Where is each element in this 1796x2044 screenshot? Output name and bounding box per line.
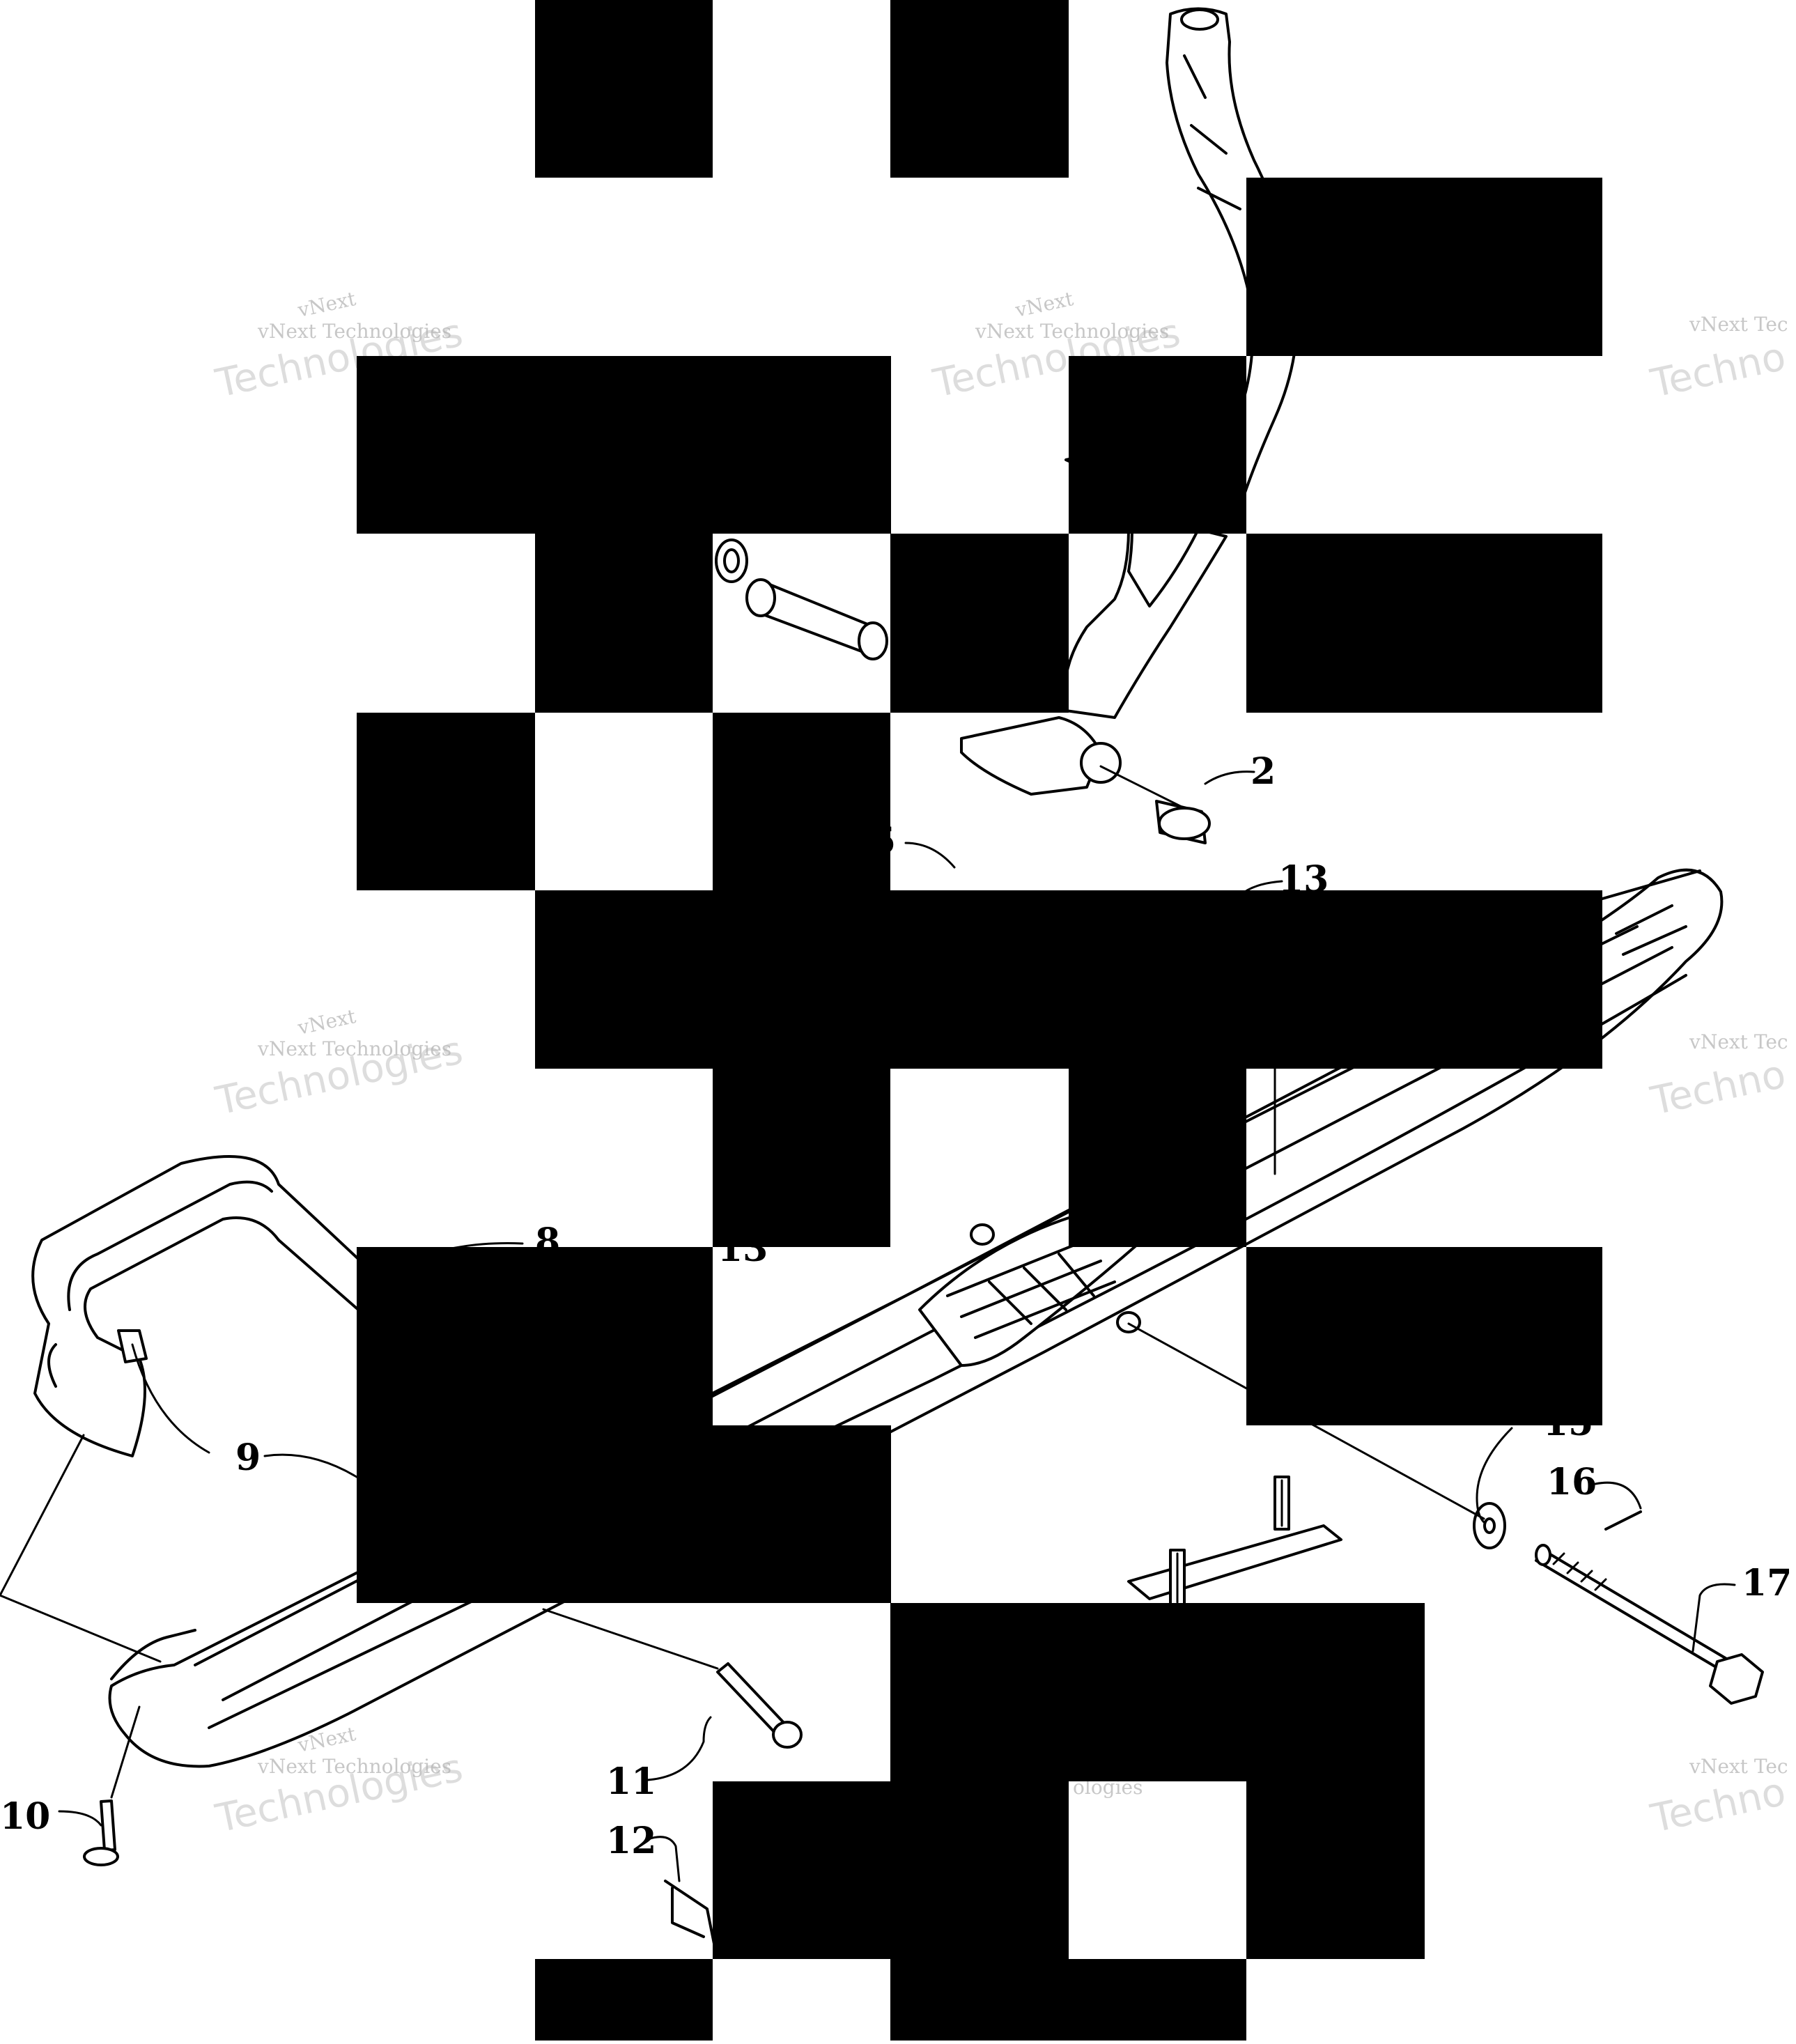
svg-text:Techno: Techno	[1646, 1770, 1789, 1842]
watermark-top-right: vNext Tec Techno	[1646, 313, 1789, 407]
wear-bar-plate	[1127, 1476, 1342, 1607]
clip-12	[664, 1880, 719, 1952]
redaction-block	[1069, 356, 1246, 534]
svg-text:vNext Technologies: vNext Technologies	[975, 320, 1169, 343]
svg-text:vNext Technologies: vNext Technologies	[257, 320, 451, 343]
svg-text:vNext: vNext	[295, 287, 359, 322]
redaction-block	[1246, 1247, 1602, 1425]
watermark-middle-left: vNext vNext Technologies Technologies	[211, 1005, 466, 1124]
spacer-2	[1155, 800, 1211, 844]
cotter-pin-16	[1604, 1510, 1642, 1531]
svg-text:vNext Tec: vNext Tec	[1689, 1755, 1788, 1778]
redaction-block	[890, 0, 1069, 178]
leader-bushing	[1099, 765, 1186, 810]
redaction-block	[1246, 534, 1602, 713]
redaction-block	[357, 356, 891, 534]
bolt-10	[83, 1705, 141, 1866]
svg-text:Techno: Techno	[1646, 1052, 1789, 1124]
redaction-block	[1069, 1069, 1246, 1247]
callout-17: 17	[1742, 1562, 1792, 1604]
redaction-block	[535, 0, 713, 178]
through-bolt-17	[1535, 1544, 1764, 1705]
svg-text:vNext: vNext	[1013, 287, 1076, 322]
svg-text:vNext Technologies: vNext Technologies	[257, 1037, 451, 1060]
redaction-block	[357, 1425, 891, 1603]
redaction-block	[713, 1069, 890, 1247]
redaction-block	[1246, 1781, 1425, 1959]
leader-lines	[0, 771, 1736, 1882]
redaction-block	[713, 713, 890, 890]
bushing	[745, 578, 888, 660]
svg-text:vNext Tec: vNext Tec	[1689, 1030, 1788, 1053]
washer-top	[715, 539, 748, 583]
watermark-bottom-right: vNext Tec Techno	[1646, 1755, 1789, 1842]
redaction-block	[713, 1781, 1069, 1959]
ski-loop-handle	[31, 1155, 392, 1680]
watermark-middle-right: vNext Tec Techno	[1646, 1030, 1789, 1124]
redaction-block	[890, 1603, 1425, 1781]
redaction-block	[357, 713, 535, 890]
redaction-block	[535, 890, 1602, 1069]
redaction-block	[535, 1959, 713, 2041]
redaction-blocks	[357, 0, 1602, 2041]
callout-12: 12	[606, 1820, 656, 1862]
svg-text:vNext Technologies: vNext Technologies	[257, 1755, 451, 1778]
redaction-block	[535, 534, 713, 713]
svg-text:vNext Tec: vNext Tec	[1689, 313, 1788, 336]
redaction-block	[357, 1247, 713, 1425]
bolt-11	[542, 1608, 803, 1749]
svg-text:Techno: Techno	[1646, 334, 1789, 407]
svg-text:vNext: vNext	[295, 1005, 359, 1039]
redaction-block	[890, 1959, 1246, 2041]
callout-16: 16	[1547, 1461, 1597, 1503]
washer-15	[1473, 1502, 1506, 1549]
redaction-block	[1246, 178, 1602, 356]
callout-2: 2	[1251, 750, 1276, 793]
spindle-arm	[960, 7, 1299, 796]
callout-9: 9	[235, 1437, 261, 1479]
callout-11: 11	[606, 1760, 656, 1803]
callout-10: 10	[0, 1795, 50, 1838]
redaction-block	[890, 534, 1069, 713]
